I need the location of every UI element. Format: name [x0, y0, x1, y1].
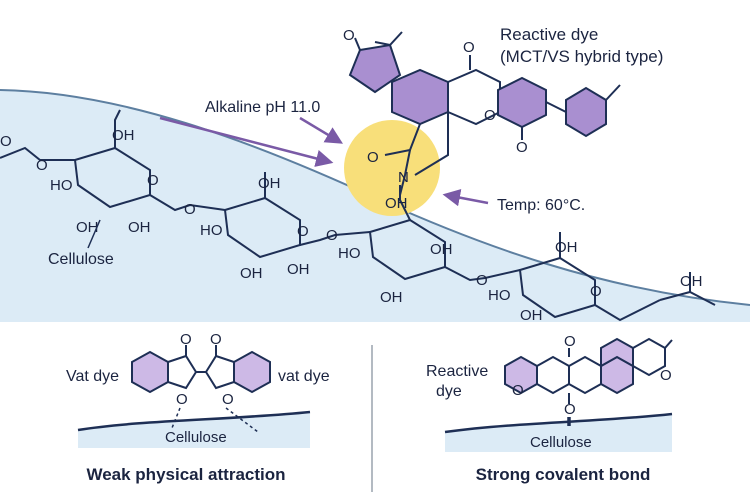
- atom-ho: HO: [50, 177, 73, 194]
- atom-oh: OH: [680, 273, 703, 290]
- atom-oh: OH: [112, 127, 135, 144]
- caption-weak: Weak physical attraction: [86, 465, 285, 484]
- atom-o: O: [564, 333, 576, 350]
- reactive-dye-label-line1: Reactive: [426, 363, 488, 380]
- pyranone-ring: [497, 76, 547, 129]
- ph-arrow: [299, 116, 344, 144]
- atom-o: O: [222, 391, 234, 408]
- atom-oh: OH: [258, 175, 281, 192]
- atom-o: O: [36, 157, 48, 174]
- atom-oh: OH: [128, 219, 151, 236]
- atom-o: O: [660, 367, 672, 384]
- atom-o: O: [147, 172, 159, 189]
- atom-oh: OH: [240, 265, 263, 282]
- atom-o: O: [476, 272, 488, 289]
- cellulose-label: Cellulose: [48, 251, 114, 268]
- atom-o: O: [343, 27, 355, 44]
- atom-o: O: [210, 331, 222, 348]
- atom-oh: OH: [380, 289, 403, 306]
- atom-oh: OH: [555, 239, 578, 256]
- cyclopentane-ring: [348, 43, 402, 94]
- atom-ho: HO: [338, 245, 361, 262]
- atom-ho: HO: [200, 222, 223, 239]
- atom-n: N: [398, 169, 409, 186]
- atom-ho: HO: [488, 287, 511, 304]
- cellulose-substrate-left: [78, 412, 310, 448]
- atom-oh: OH: [385, 195, 408, 212]
- atom-oh: OH: [430, 241, 453, 258]
- atom-oh: OH: [76, 219, 99, 236]
- atom-o: O: [512, 382, 524, 399]
- vat-dye-label-right: vat dye: [278, 368, 330, 385]
- atom-o: O: [484, 107, 496, 124]
- cellulose-chain: [0, 109, 716, 322]
- vat-dye-label-left: Vat dye: [66, 368, 119, 385]
- atom-o: O: [180, 331, 192, 348]
- temperature-label: Temp: 60°C.: [497, 197, 585, 214]
- aromatic-ring-a: [391, 68, 449, 126]
- atom-o: O: [297, 223, 309, 240]
- reactive-dye-title: Reactive dye: [500, 25, 598, 44]
- solution-flow-arrow: [159, 116, 334, 167]
- vat-dye-molecule: [131, 345, 271, 394]
- substrate-label-right: Cellulose: [530, 434, 592, 451]
- atom-oh: OH: [287, 261, 310, 278]
- reactive-dye-label-line2: dye: [436, 383, 462, 400]
- atom-o: O: [463, 39, 475, 56]
- reactive-dye-fused-rings: [504, 337, 673, 404]
- reactive-dye-molecule: [348, 31, 621, 196]
- atom-oh: OH: [520, 307, 543, 324]
- ph-condition-label: Alkaline pH 11.0: [205, 99, 320, 116]
- atom-o: O: [326, 227, 338, 244]
- atom-o: O: [590, 283, 602, 300]
- atom-o: O: [176, 391, 188, 408]
- weak-interaction-line: [225, 407, 259, 433]
- cellulose-substrate-right: [445, 414, 672, 452]
- temperature-arrow: [442, 189, 489, 207]
- caption-strong: Strong covalent bond: [476, 465, 651, 484]
- phenyl-ring: [565, 86, 607, 138]
- atom-o: O: [0, 133, 12, 150]
- cellulose-pointer: [87, 219, 101, 249]
- reactive-dye-subtitle: (MCT/VS hybrid type): [500, 47, 663, 66]
- atom-o: O: [367, 149, 379, 166]
- atom-o: O: [184, 201, 196, 218]
- atom-o: O: [516, 139, 528, 156]
- atom-o: O: [564, 401, 576, 418]
- reaction-site-highlight: [344, 120, 440, 216]
- substrate-label-left: Cellulose: [165, 429, 227, 446]
